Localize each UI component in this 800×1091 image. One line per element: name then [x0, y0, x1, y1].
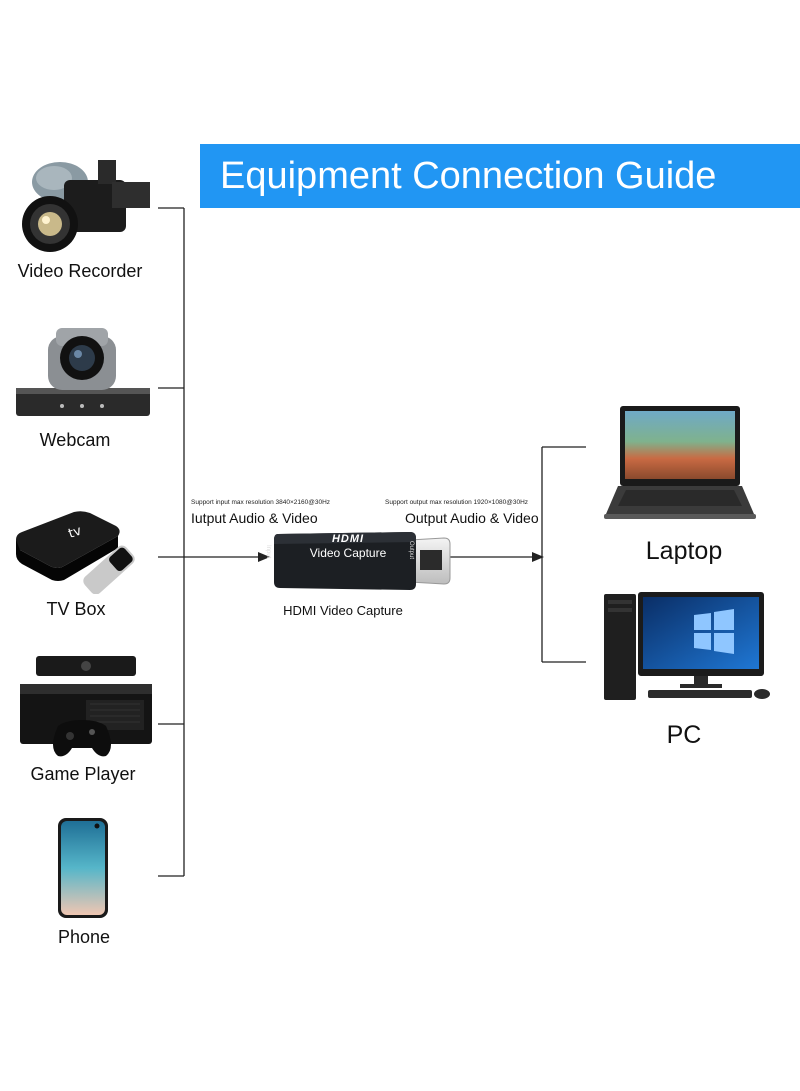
source-label-tv-box: TV Box [46, 599, 106, 619]
tv-box-icon: tv [16, 511, 135, 594]
source-label-video-recorder: Video Recorder [17, 261, 143, 281]
target-label-laptop: Laptop [645, 537, 723, 565]
source-label-game-player: Game Player [30, 764, 136, 784]
webcam-icon [16, 328, 150, 416]
laptop-icon [604, 406, 756, 519]
output-resolution-note: Support output max resolution 1920×1080@… [385, 499, 529, 506]
device-port-out: Output [408, 541, 414, 560]
target-label-pc: PC [666, 721, 702, 749]
svg-text:tv: tv [67, 523, 84, 541]
desktop-pc-icon [604, 592, 770, 700]
video-recorder-icon [22, 160, 150, 252]
device-text: Video Capture [309, 546, 387, 560]
device-port-in: Input [265, 545, 271, 559]
input-label: Iutput Audio & Video [191, 510, 318, 526]
input-resolution-note: Support input max resolution 3840×2160@3… [191, 499, 331, 506]
hdmi-capture-device-icon [274, 532, 451, 590]
page-title: Equipment Connection Guide [200, 144, 800, 208]
output-label: Output Audio & Video [405, 510, 539, 526]
source-label-webcam: Webcam [39, 430, 111, 450]
device-caption: HDMI Video Capture [283, 603, 403, 618]
source-label-phone: Phone [57, 927, 111, 947]
game-console-icon [20, 656, 152, 757]
device-brand: HDMI [331, 533, 365, 545]
phone-icon [58, 818, 108, 918]
